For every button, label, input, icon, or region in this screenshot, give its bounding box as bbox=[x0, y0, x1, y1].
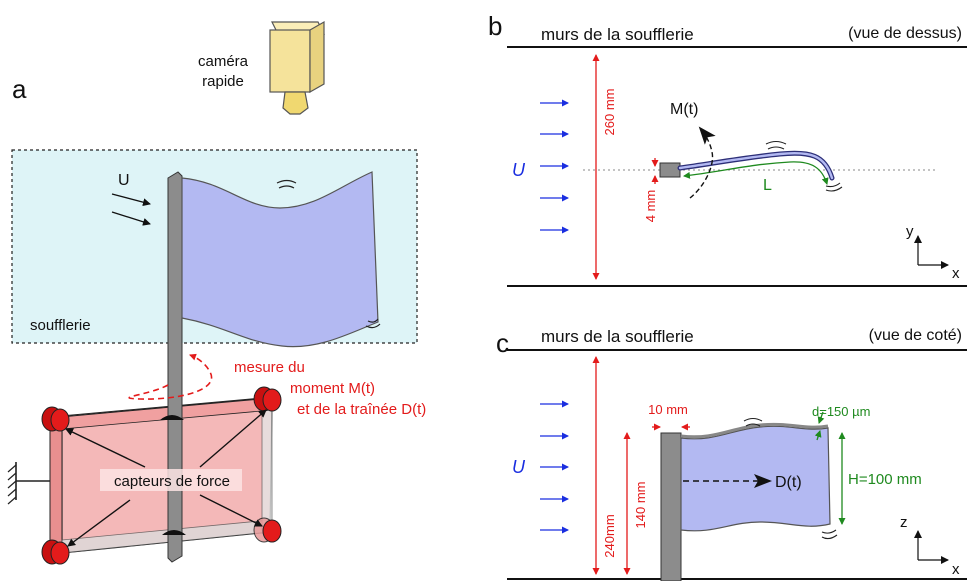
camera-icon bbox=[269, 20, 325, 115]
axes-c bbox=[914, 530, 949, 564]
flag-pole-b bbox=[659, 162, 681, 178]
panel-b-letter: b bbox=[488, 11, 502, 41]
force-sensors bbox=[41, 386, 282, 565]
sensor-bottom-right bbox=[253, 517, 282, 543]
pole-label-b: 4 mm bbox=[643, 190, 658, 223]
wall-mount-icon bbox=[7, 462, 50, 505]
moment-arrow-a bbox=[128, 353, 213, 400]
wind-arrow-a-1 bbox=[111, 193, 151, 207]
axes-b bbox=[914, 235, 949, 269]
flag-pole-a bbox=[167, 171, 183, 563]
pole-clamp-top bbox=[160, 415, 184, 420]
panel-c-letter: c bbox=[496, 328, 509, 358]
sensor-arrow-2 bbox=[199, 409, 267, 468]
sensor-top-left bbox=[41, 406, 70, 432]
flutter-mark-c-1 bbox=[743, 417, 763, 422]
flutter-mark-a-4 bbox=[367, 318, 379, 323]
flutter-mark-a-3 bbox=[365, 323, 381, 329]
panel-c: c murs de la soufflerie (vue de coté) U … bbox=[496, 327, 967, 581]
height-label-c: 240mm bbox=[602, 514, 617, 557]
flutter-mark-c-3 bbox=[821, 529, 837, 534]
sensors-label-bg bbox=[100, 469, 242, 491]
width-label-b: 260 mm bbox=[602, 89, 617, 136]
axis-y-label: y bbox=[906, 223, 914, 240]
pole-height-label-c: 140 mm bbox=[633, 482, 648, 529]
wind-label-c: U bbox=[512, 457, 526, 477]
moment-arrow-b bbox=[689, 126, 716, 199]
measure-label-line1: mesure du bbox=[234, 359, 305, 376]
measure-label-line2: moment M(t) bbox=[290, 380, 375, 397]
drag-label-c: D(t) bbox=[775, 474, 802, 491]
camera-label-line1: caméra bbox=[198, 53, 249, 70]
flutter-mark-c-4 bbox=[821, 534, 838, 540]
walls-label-c: murs de la soufflerie bbox=[541, 327, 694, 346]
measure-label-line3: et de la traînée D(t) bbox=[297, 401, 426, 418]
moment-label-b: M(t) bbox=[670, 101, 698, 118]
panel-a: a caméra rapide soufflerie U bbox=[7, 20, 426, 565]
flutter-mark-b-2 bbox=[767, 146, 785, 150]
panel-b: b murs de la soufflerie (vue de dessus) … bbox=[488, 11, 967, 287]
flutter-mark-b-1 bbox=[765, 140, 787, 145]
pole-width-label-c: 10 mm bbox=[648, 402, 688, 417]
flag-height-label-c: H=100 mm bbox=[848, 471, 922, 488]
wind-label-a: U bbox=[118, 172, 130, 189]
sensor-arrow-4 bbox=[199, 494, 263, 527]
flutter-mark-c-2 bbox=[745, 423, 761, 427]
flag-pole-c bbox=[660, 432, 682, 581]
tunnel-label: soufflerie bbox=[30, 317, 91, 334]
flutter-mark-b-4 bbox=[825, 186, 843, 192]
sensor-arrow-1 bbox=[65, 428, 146, 468]
flag-b bbox=[678, 151, 834, 180]
thickness-label-c: d=150 µm bbox=[812, 404, 870, 419]
wind-label-b: U bbox=[512, 160, 526, 180]
axis-x-label-b: x bbox=[952, 265, 960, 282]
axis-x-label-c: x bbox=[952, 561, 960, 578]
sensor-arrow-3 bbox=[67, 499, 131, 547]
flutter-mark-a-1 bbox=[276, 179, 297, 184]
view-label-c: (vue de coté) bbox=[869, 327, 962, 344]
length-arrow-b bbox=[683, 161, 829, 185]
flutter-mark-a-2 bbox=[278, 185, 295, 189]
flag-c bbox=[680, 425, 831, 532]
axis-z-label: z bbox=[900, 514, 908, 531]
flag-c-thickness bbox=[680, 422, 829, 439]
sensor-bottom-left bbox=[41, 539, 70, 565]
walls-label-b: murs de la soufflerie bbox=[541, 25, 694, 44]
view-label-b: (vue de dessus) bbox=[848, 25, 962, 42]
thickness-arrow-bottom bbox=[814, 430, 822, 441]
pole-clamp-bottom bbox=[162, 530, 186, 535]
length-label-b: L bbox=[763, 177, 772, 194]
thickness-arrow-top bbox=[817, 411, 825, 424]
flutter-mark-b-3 bbox=[825, 182, 841, 188]
wind-arrow-a-2 bbox=[111, 211, 151, 226]
panel-a-letter: a bbox=[12, 74, 27, 104]
camera-label-line2: rapide bbox=[202, 73, 244, 90]
sensor-top-right bbox=[253, 386, 282, 412]
flag-a bbox=[181, 171, 379, 348]
sensors-label: capteurs de force bbox=[114, 473, 230, 490]
